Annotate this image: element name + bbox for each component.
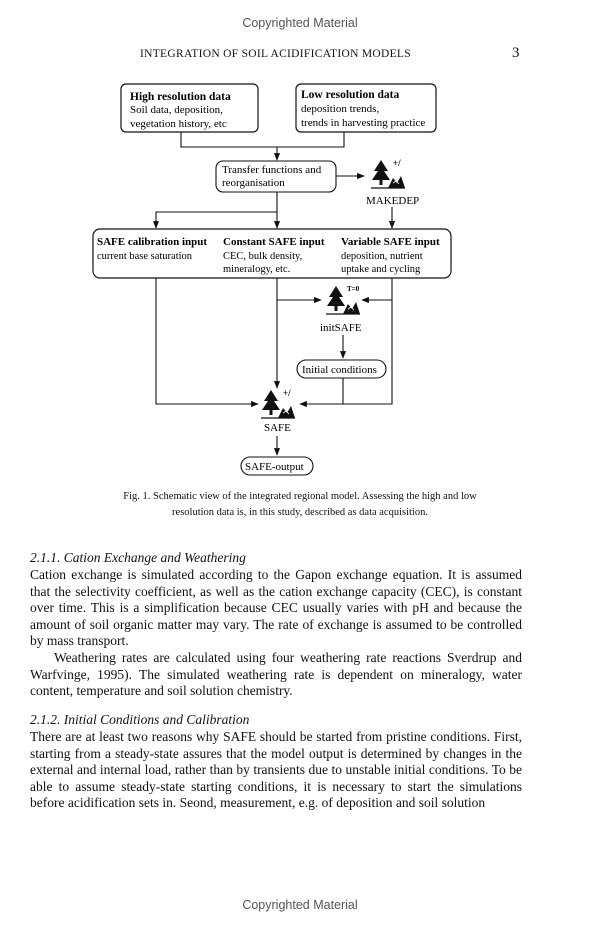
page-number: 3 [512, 45, 520, 61]
initial-conditions-box: Initial conditions [296, 359, 387, 379]
figure-caption: Fig. 1. Schematic view of the integrated… [110, 489, 490, 521]
safe-node: +/ SAFE [260, 387, 296, 434]
watermark-bottom: Copyrighted Material [242, 898, 358, 912]
transfer-line-1: Transfer functions and [222, 164, 322, 176]
constant-line-2: mineralogy, etc. [223, 264, 290, 275]
transfer-functions-box: Transfer functions and reorganisation [215, 160, 337, 193]
constant-title: Constant SAFE input [223, 236, 325, 248]
calibration-line-1: current base saturation [97, 251, 193, 262]
low-res-line-1: deposition trends, [301, 103, 379, 115]
low-res-title: Low resolution data [301, 89, 399, 101]
variable-line-2: uptake and cycling [341, 264, 421, 275]
safe-label: SAFE [264, 422, 291, 434]
high-resolution-box: High resolution data Soil data, depositi… [120, 83, 259, 133]
low-resolution-box: Low resolution data deposition trends, t… [295, 83, 437, 133]
makedep-label: MAKEDEP [366, 195, 419, 207]
caption-line-1: Fig. 1. Schematic view of the integrated… [123, 491, 477, 502]
initsafe-node: T=0 initSAFE [320, 283, 362, 334]
section-heading-initial-conditions: 2.1.2. Initial Conditions and Calibratio… [30, 712, 250, 727]
makedep-node: +/ MAKEDEP [366, 157, 419, 207]
initsafe-label: initSAFE [320, 322, 362, 334]
running-title: INTEGRATION OF SOIL ACIDIFICATION MODELS [140, 48, 411, 60]
transfer-line-2: reorganisation [222, 177, 285, 189]
low-res-line-2: trends in harvesting practice [301, 117, 425, 129]
safe-output-box: SAFE-output [240, 456, 314, 476]
high-res-title: High resolution data [130, 91, 231, 103]
safe-output-label: SAFE-output [245, 461, 304, 473]
variable-title: Variable SAFE input [341, 236, 440, 248]
paragraph-weathering: Weathering rates are calculated using fo… [30, 650, 522, 698]
makedep-badge: +/ [393, 158, 401, 168]
high-res-line-1: Soil data, deposition, [130, 104, 223, 116]
high-res-line-2: vegetation history, etc [130, 118, 227, 130]
calibration-title: SAFE calibration input [97, 236, 207, 248]
paragraph-cation-exchange: Cation exchange is simulated according t… [30, 567, 522, 648]
initial-conditions-label: Initial conditions [302, 364, 377, 376]
watermark-top: Copyrighted Material [242, 16, 358, 30]
paragraph-initial-conditions: There are at least two reasons why SAFE … [30, 729, 522, 810]
caption-line-2: resolution data is, in this study, descr… [172, 507, 428, 518]
variable-line-1: deposition, nutrient [341, 251, 423, 262]
section-heading-cation-exchange: 2.1.1. Cation Exchange and Weathering [30, 550, 246, 565]
flow-diagram: High resolution data Soil data, depositi… [92, 83, 452, 476]
safe-badge: +/ [283, 388, 291, 398]
initsafe-badge: T=0 [347, 285, 360, 293]
constant-line-1: CEC, bulk density, [223, 251, 302, 262]
safe-inputs-box: SAFE calibration input current base satu… [92, 228, 452, 279]
